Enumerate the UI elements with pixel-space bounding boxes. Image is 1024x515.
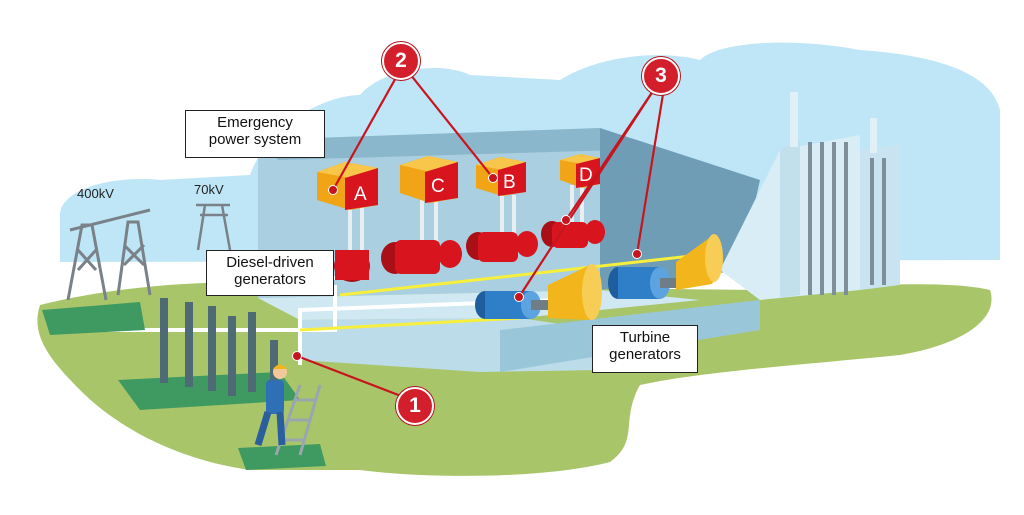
diesel-unit-label: D <box>579 165 593 186</box>
pad-worker <box>238 444 326 470</box>
diesel-generators-label: Diesel-driven generators <box>206 250 334 296</box>
pad-pylon <box>42 302 145 335</box>
pylon-400kv <box>66 208 152 301</box>
turbine-generators-label: Turbine generators <box>592 325 698 373</box>
callout-dots <box>292 173 642 361</box>
diesel-generator-a: A <box>317 162 378 282</box>
emergency-power-label: Emergency power system <box>185 110 325 158</box>
diesel-unit-label: C <box>431 176 445 197</box>
emergency-power-line-1: Emergency <box>217 114 293 131</box>
pylon-70kv <box>196 203 232 251</box>
callout-3: 3 <box>642 57 680 95</box>
voltage-70kv-label: 70kV <box>194 182 224 197</box>
diesel-generator-c: C <box>381 156 462 274</box>
callout-leaders <box>296 73 666 398</box>
diesel-generators-line-2: generators <box>234 271 306 288</box>
worker-figure <box>254 364 322 456</box>
turbine-generator-2 <box>608 234 723 299</box>
diesel-unit-label: A <box>354 184 367 205</box>
callout-2: 2 <box>382 42 420 80</box>
diesel-generators-line-1: Diesel-driven <box>226 254 314 271</box>
voltage-400kv-label: 400kV <box>77 186 114 201</box>
turbine-generators-line-1: Turbine <box>619 329 671 346</box>
emergency-power-line-2: power system <box>208 131 302 148</box>
callout-1: 1 <box>396 387 434 425</box>
diesel-generator-b: B <box>466 157 538 262</box>
diesel-generator-d: D <box>541 154 605 248</box>
diesel-unit-label: B <box>503 172 516 193</box>
turbine-generators-line-2: generators <box>609 346 681 363</box>
